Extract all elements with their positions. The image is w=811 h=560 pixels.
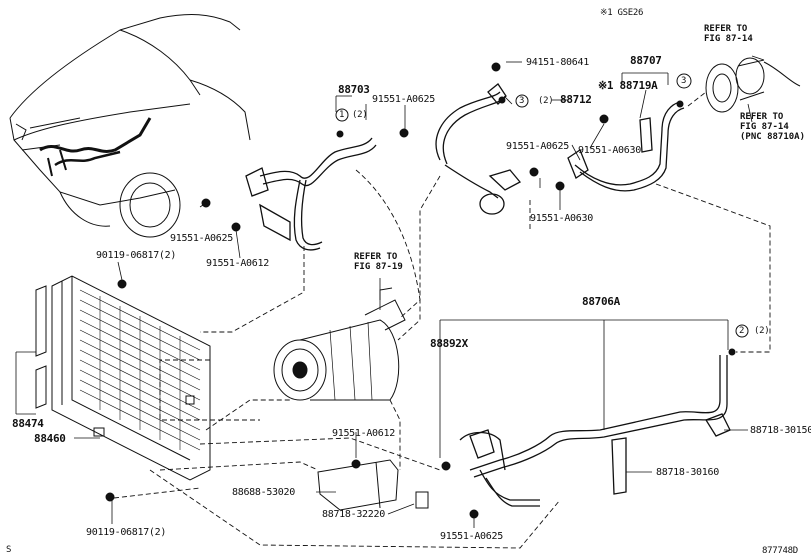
- compressor: [273, 287, 406, 401]
- part-88718-30160[interactable]: 88718-30160: [656, 467, 719, 478]
- part-88460[interactable]: 88460: [34, 432, 66, 445]
- part-90119-06817-a[interactable]: 90119-06817(2): [96, 250, 177, 261]
- callout-2-qty: (2): [754, 326, 770, 336]
- bracket-88688: [317, 459, 399, 511]
- expansion-valve: [705, 57, 801, 113]
- part-88707[interactable]: 88707: [630, 54, 662, 67]
- ref-line: FIG 87-14: [704, 34, 753, 44]
- connection-lines: [113, 91, 771, 549]
- part-88718-30150[interactable]: 88718-30150: [750, 425, 811, 436]
- part-91551-a0625-a[interactable]: 91551-A0625: [372, 94, 435, 105]
- condenser-88460: [35, 275, 211, 481]
- part-91551-a0612-a[interactable]: 91551-A0612: [206, 258, 269, 269]
- ref-fig-87-14-bottom[interactable]: REFER TO FIG 87-14 (PNC 88710A): [740, 112, 805, 142]
- callout-1: 1: [339, 110, 345, 120]
- part-88718-32220[interactable]: 88718-32220: [322, 509, 385, 520]
- ref-fig-87-14-top[interactable]: REFER TO FIG 87-14: [704, 24, 753, 44]
- pipe-88706a: [459, 355, 731, 507]
- part-91551-a0625-d[interactable]: 91551-A0625: [440, 531, 503, 542]
- leader-lines: [15, 55, 765, 528]
- part-94151-80641[interactable]: 94151-80641: [526, 57, 589, 68]
- ref-line: FIG 87-19: [354, 262, 403, 272]
- part-91551-a0612-b[interactable]: 91551-A0612: [332, 428, 395, 439]
- header-note: ※1 GSE26: [600, 8, 644, 18]
- callout-3b: 3: [681, 76, 687, 86]
- ref-fig-87-19[interactable]: REFER TO FIG 87-19: [354, 252, 403, 272]
- figure-code: 877748D: [762, 546, 798, 556]
- part-91551-a0625-b[interactable]: 91551-A0625: [170, 233, 233, 244]
- callout-circles: [335, 73, 749, 338]
- part-88892x[interactable]: 88892X: [430, 337, 468, 350]
- part-88712[interactable]: 88712: [560, 93, 592, 106]
- ref-line: REFER TO: [704, 24, 748, 34]
- part-91551-a0630-b[interactable]: 91551-A0630: [530, 213, 593, 224]
- part-88703[interactable]: 88703: [338, 83, 370, 96]
- bolts: [105, 62, 736, 519]
- part-88706a[interactable]: 88706A: [582, 295, 620, 308]
- part-88688-53020[interactable]: 88688-53020: [232, 487, 295, 498]
- callout-3-qty: (2): [538, 96, 554, 106]
- ref-line: FIG 87-14: [740, 122, 789, 132]
- ref-line: REFER TO: [354, 252, 398, 262]
- callout-2: 2: [739, 326, 745, 336]
- part-90119-06817-b[interactable]: 90119-06817(2): [86, 527, 167, 538]
- part-91551-a0630-a[interactable]: 91551-A0630: [578, 145, 641, 156]
- corner-mark: S: [6, 545, 12, 555]
- part-88719a[interactable]: ※1 88719A: [598, 79, 658, 92]
- part-91551-a0625-c[interactable]: 91551-A0625: [506, 141, 569, 152]
- vehicle-illustration: [9, 14, 251, 238]
- callout-1-qty: (2): [352, 110, 368, 120]
- part-88474[interactable]: 88474: [12, 417, 44, 430]
- ref-line: REFER TO: [740, 112, 784, 122]
- hose-88712: [435, 83, 522, 215]
- clamp-88718-32220: [415, 491, 429, 509]
- hose-88703: [245, 137, 377, 251]
- callout-3: 3: [519, 96, 525, 106]
- ref-line: (PNC 88710A): [740, 132, 806, 142]
